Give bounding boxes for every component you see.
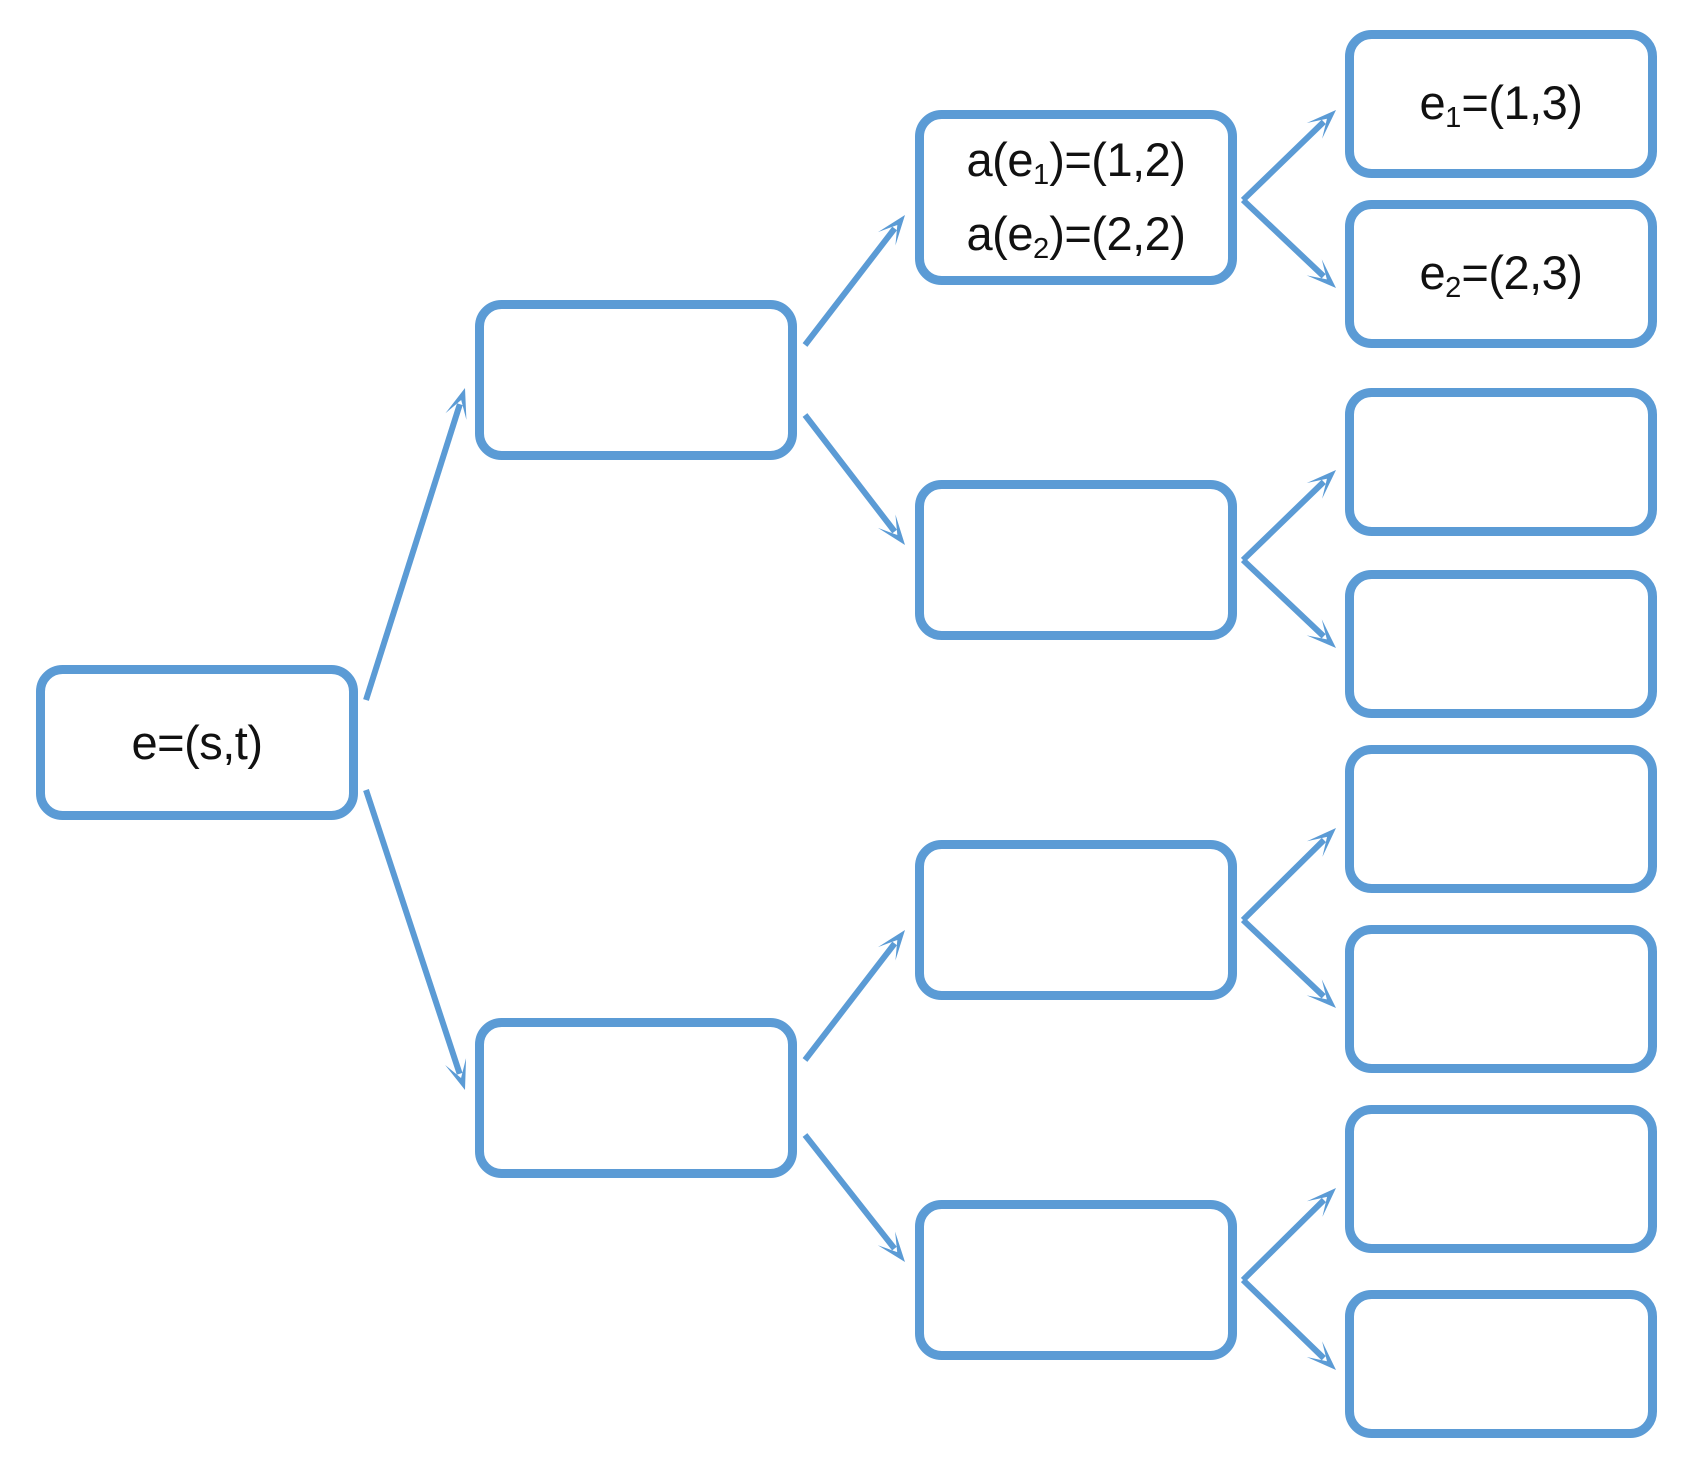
node-box-l2-c[interactable] [915,840,1237,1000]
node-box-l2-d[interactable] [915,1200,1237,1360]
node-box-l3-6[interactable] [1345,925,1657,1073]
arrowhead-icon [1306,259,1336,288]
edge-l1-top-to-l2-a [802,226,898,347]
edge-l2-c-to-l3-5 [1240,837,1327,923]
node-box-l2-b[interactable] [915,480,1237,640]
edge-l1-top-to-l2-b [802,413,898,534]
arrowhead-icon [877,215,905,246]
node-box-l2-a[interactable] [915,110,1237,285]
node-box-l3-8[interactable] [1345,1290,1657,1438]
boxes-layer [36,30,1657,1438]
arrowhead-icon [1306,979,1336,1008]
node-box-l3-2[interactable] [1345,200,1657,348]
arrowhead-icon [877,514,905,545]
edge-root-to-l1-bottom [363,789,463,1075]
arrowhead-icon [877,1231,905,1262]
arrowhead-icon [1306,828,1336,857]
arrowhead-icon [1306,1341,1336,1370]
node-box-l1-top[interactable] [475,300,797,460]
edges-layer [363,110,1336,1370]
node-box-l3-5[interactable] [1345,745,1657,893]
edge-l2-a-to-l3-1 [1240,119,1326,203]
node-box-l3-4[interactable] [1345,570,1657,718]
arrowhead-icon [1306,1188,1336,1217]
node-box-l3-3[interactable] [1345,388,1657,536]
edge-l2-a-to-l3-2 [1240,197,1326,279]
arrowhead-icon [1306,470,1336,499]
arrowhead-icon [877,930,905,961]
edge-l2-c-to-l3-6 [1240,917,1326,999]
edge-l2-b-to-l3-4 [1240,557,1326,639]
edge-root-to-l1-top [363,403,463,701]
node-box-l3-1[interactable] [1345,30,1657,178]
arrowhead-icon [1306,619,1336,648]
node-box-root[interactable] [36,665,358,820]
arrowhead-icon [445,388,467,420]
node-box-l3-7[interactable] [1345,1105,1657,1253]
arrowhead-icon [1306,110,1336,139]
arrowhead-icon [445,1058,467,1090]
edge-l2-b-to-l3-3 [1240,479,1326,563]
edge-l2-d-to-l3-8 [1240,1277,1326,1361]
edge-l1-bottom-to-l2-d [802,1133,897,1251]
edge-l1-bottom-to-l2-c [802,941,898,1062]
edge-l2-d-to-l3-7 [1240,1197,1327,1283]
node-box-l1-bottom[interactable] [475,1018,797,1178]
